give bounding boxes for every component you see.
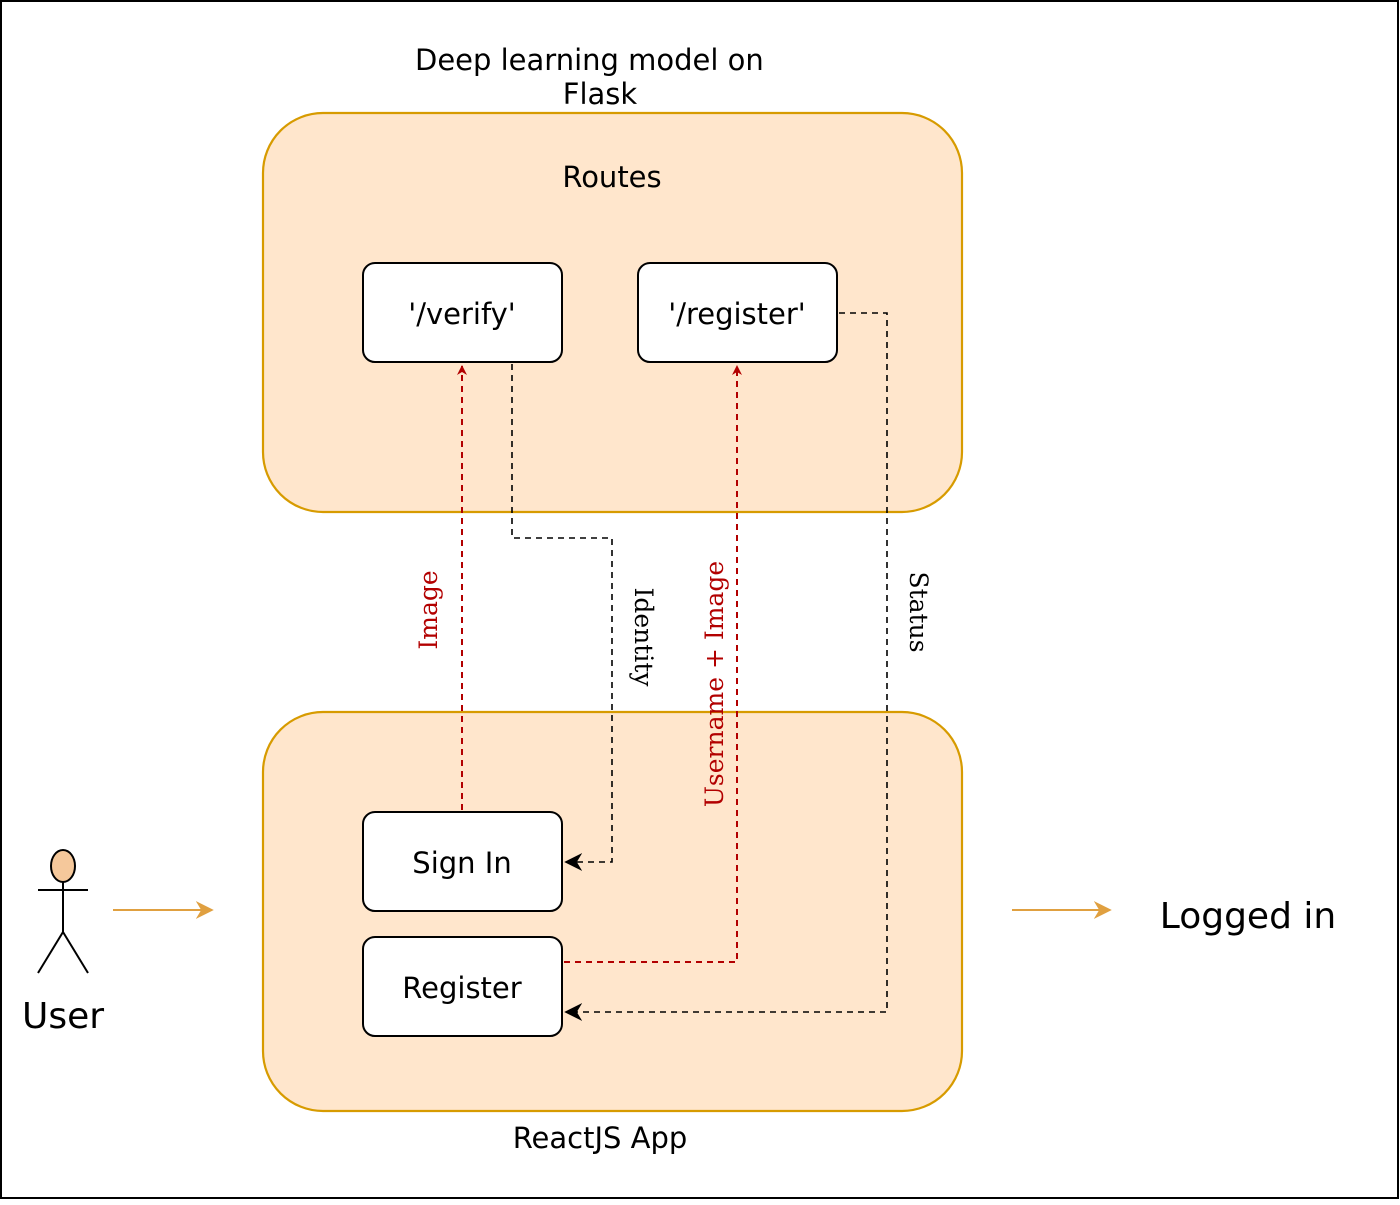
- user-label: User: [22, 996, 104, 1037]
- server-title-line-2: Flask: [563, 77, 638, 111]
- server-title-line-1: Deep learning model on: [415, 43, 764, 77]
- logged-in-label: Logged in: [1160, 896, 1336, 937]
- register-label: Register: [402, 971, 521, 1005]
- reactjs-app-group-label: ReactJS App: [513, 1121, 688, 1155]
- register-route-label: '/register': [668, 297, 806, 331]
- register-route-node: [637, 262, 838, 363]
- server-title: Deep learning model on Flask: [415, 43, 773, 111]
- routes-group-label: Routes: [562, 160, 661, 194]
- image-edge-label: Image: [414, 570, 443, 649]
- sign-in-label: Sign In: [412, 846, 511, 880]
- identity-edge-label: Identity: [629, 588, 658, 688]
- sign-in-node: [362, 811, 563, 912]
- routes-group: [261, 111, 964, 514]
- username-image-edge: [564, 365, 742, 963]
- register-node: [362, 936, 563, 1037]
- status-edge-label: Status: [904, 571, 933, 652]
- actor-left-leg: [37, 931, 64, 974]
- status-edge: [564, 312, 888, 1021]
- verify-route-node: [362, 262, 563, 363]
- actor-right-leg: [62, 931, 89, 974]
- identity-edge: [511, 364, 613, 871]
- username-image-edge-label: Username + Image: [700, 561, 729, 807]
- user-actor-icon: [37, 849, 89, 974]
- actor-head: [50, 849, 76, 883]
- verify-route-label: '/verify': [408, 297, 516, 331]
